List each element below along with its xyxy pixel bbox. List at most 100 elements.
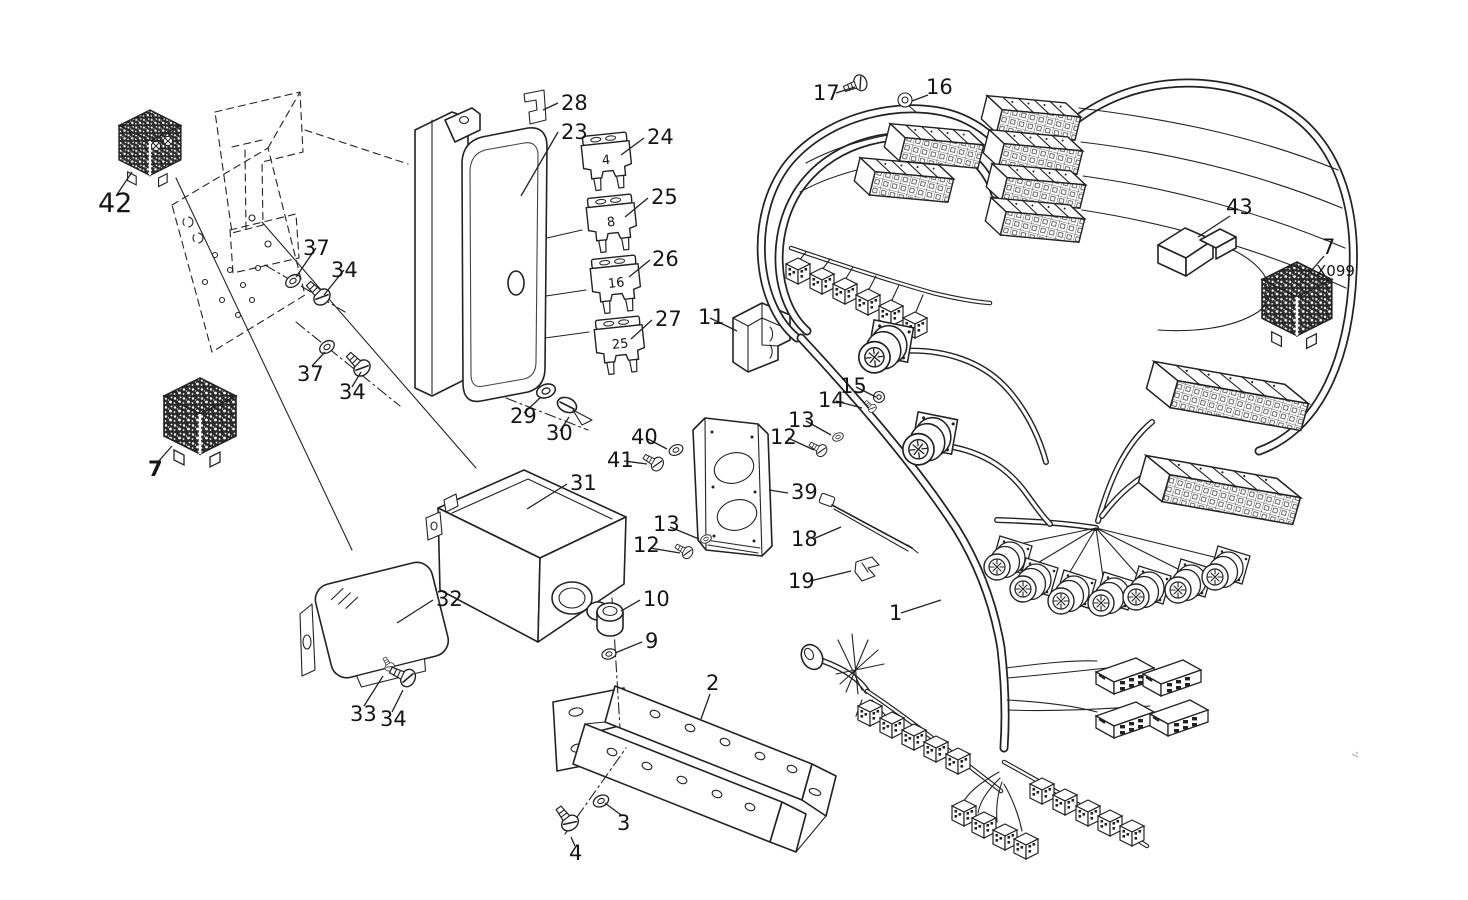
multipin-strip-long (1134, 441, 1305, 539)
fuse-rating: 25 (611, 336, 629, 353)
harness-connector (1097, 809, 1123, 837)
callout-40: 40 (631, 425, 658, 449)
callout-27: 27 (655, 307, 682, 331)
relay-7-left (162, 376, 238, 469)
branch-connector (785, 257, 811, 285)
callout-34-upper: 34 (331, 258, 358, 282)
callout-3: 3 (617, 811, 630, 835)
branch-connector (809, 267, 835, 295)
callout-34-bottom: 34 (380, 707, 407, 731)
callout-29: 29 (510, 404, 537, 428)
grommet-10 (596, 602, 624, 637)
callout-7-right: 7 (1322, 235, 1335, 259)
callout-24: 24 (647, 125, 674, 149)
fuse-box-23 (414, 107, 590, 403)
harness-connector (1075, 799, 1101, 827)
callout-leader-lines (115, 86, 1325, 847)
callout-14: 14 (818, 388, 845, 412)
fuse-16a: 16 (588, 254, 644, 316)
relay-42-face-symbols (151, 136, 173, 151)
multipin-strip-long (1142, 347, 1313, 445)
mounting-plate-dashed-outline (171, 91, 477, 551)
callout-labels: 42 37 34 37 34 28 23 24 25 26 27 29 30 7… (98, 75, 1355, 865)
wing-screw-30 (556, 396, 593, 426)
fuse-8a: 8 (584, 193, 640, 255)
flat-connector (1142, 659, 1202, 697)
callout-28: 28 (561, 91, 588, 115)
rail-holes (606, 709, 822, 812)
harness-connector (857, 699, 883, 727)
callout-10: 10 (643, 587, 670, 611)
connector-code-label: X099 (1316, 262, 1355, 280)
callout-13-right: 13 (788, 408, 815, 432)
round-connector (898, 407, 963, 468)
callout-16: 16 (926, 75, 953, 99)
callout-41: 41 (607, 448, 634, 472)
mounting-rail-2 (552, 597, 837, 853)
screw-41 (639, 449, 667, 474)
fuse-4a: 4 (579, 131, 635, 193)
fuse-rating: 8 (606, 215, 616, 231)
screw-17 (840, 72, 870, 98)
harness-fan-stubs (962, 771, 1023, 832)
callout-12-left: 12 (633, 533, 660, 557)
harness-connector (879, 711, 905, 739)
fuse-rating: 16 (607, 275, 625, 292)
washer-37-lower (316, 337, 338, 357)
harness-connector (923, 735, 949, 763)
fusebox-lower-hardware (505, 380, 593, 431)
callout-33: 33 (350, 702, 377, 726)
cable-tie-18 (818, 492, 919, 554)
callout-19: 19 (788, 569, 815, 593)
callout-25: 25 (651, 185, 678, 209)
harness-connector (1013, 832, 1039, 860)
branch-connector (832, 277, 858, 305)
callout-18: 18 (791, 527, 818, 551)
harness-connector (1119, 819, 1145, 847)
branch-connector (855, 288, 881, 316)
callout-30: 30 (546, 421, 573, 445)
callout-11: 11 (698, 305, 725, 329)
adapter-plate-39 (692, 417, 773, 557)
callout-32: 32 (436, 587, 463, 611)
harness-right-riser (1012, 78, 1358, 456)
harness-connector (1052, 788, 1078, 816)
screw-4 (550, 801, 583, 835)
round-connector-cluster (999, 527, 1219, 585)
flat-connector (1149, 699, 1209, 737)
relay-box-32 (299, 561, 450, 688)
harness-connector (1029, 777, 1055, 805)
harness-branch-left-row (864, 688, 1004, 794)
callout-39: 39 (791, 480, 818, 504)
callout-17: 17 (813, 81, 840, 105)
washer-13-right (830, 430, 846, 444)
washer-40 (666, 441, 686, 459)
callout-37-upper: 37 (303, 236, 330, 260)
callout-23: 23 (561, 120, 588, 144)
clip-19 (854, 556, 880, 582)
control-unit-31 (425, 469, 627, 643)
washer-3 (590, 791, 612, 811)
relay-42 (117, 108, 182, 188)
harness-connector (901, 723, 927, 751)
callout-37-lower: 37 (297, 362, 324, 386)
callout-26: 26 (652, 247, 679, 271)
callout-15: 15 (840, 374, 867, 398)
diode-module-43 (1157, 227, 1270, 332)
callout-13-left: 13 (653, 512, 680, 536)
callout-31: 31 (570, 471, 597, 495)
callout-9: 9 (645, 629, 658, 653)
nut-15 (872, 390, 886, 404)
callout-1: 1 (889, 601, 902, 625)
fuse-rating: 4 (601, 153, 611, 169)
screw-12-left (672, 539, 696, 562)
harness-connector (945, 747, 971, 775)
callout-42: 42 (98, 188, 132, 219)
paper-smudge (1351, 751, 1359, 758)
harness-dangler-branch (788, 245, 993, 315)
wire-end-boot (800, 633, 887, 717)
callout-12-right: 12 (770, 425, 797, 449)
washer-16 (897, 92, 917, 113)
